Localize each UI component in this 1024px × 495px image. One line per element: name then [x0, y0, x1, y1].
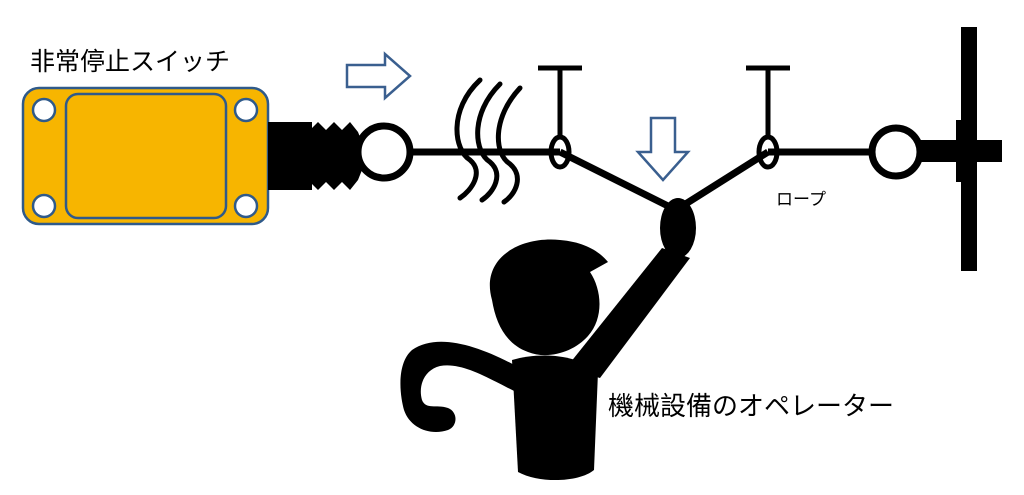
hollow-right-arrow-icon	[345, 51, 412, 101]
rope-segment	[558, 148, 678, 214]
rope-support-right	[746, 65, 790, 170]
rope-segment	[674, 149, 770, 213]
mounting-hole-icon	[31, 193, 57, 219]
mounting-hole-icon	[233, 97, 259, 123]
anchor-wall	[961, 27, 977, 271]
switch-plunger-base	[268, 122, 312, 190]
operator-head	[489, 239, 608, 356]
rope-support-left	[538, 65, 582, 170]
rope-ring-left	[354, 122, 414, 182]
operator-raised-arm	[566, 248, 690, 378]
operator-torso	[512, 355, 598, 481]
rope-break-marks	[454, 77, 523, 205]
switch-body	[64, 92, 228, 220]
operator-hand	[660, 198, 696, 258]
rope-ring-right	[868, 124, 924, 180]
switch-bellows	[310, 122, 362, 190]
operator-label: 機械設備のオペレーター	[608, 392, 894, 422]
hollow-down-arrow-icon	[635, 116, 691, 182]
operator-lowered-arm	[400, 341, 520, 432]
eyelet-icon	[756, 134, 780, 170]
mounting-hole-icon	[31, 97, 57, 123]
operator-silhouette	[400, 198, 696, 481]
switch-label: 非常停止スイッチ	[30, 47, 230, 76]
eyelet-icon	[548, 134, 572, 170]
emergency-stop-switch	[21, 86, 270, 226]
rope-label: ロープ	[776, 190, 826, 210]
mounting-hole-icon	[233, 193, 259, 219]
